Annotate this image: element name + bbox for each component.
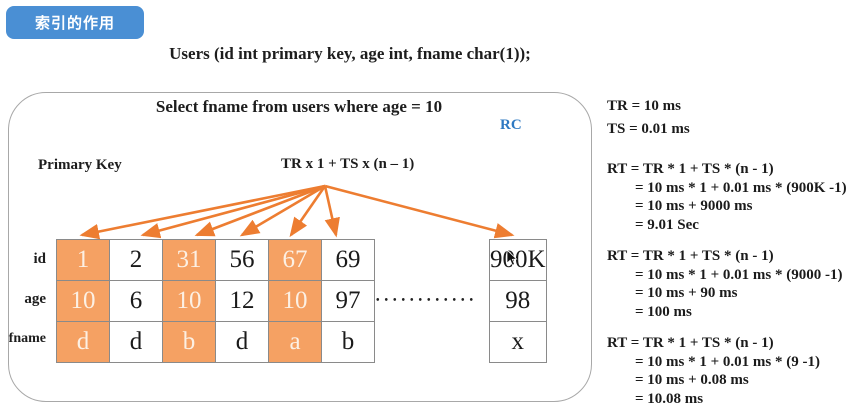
cell-age-6: 97 [321, 280, 375, 322]
row-label-age: age [24, 291, 46, 307]
cell-fname-6: b [321, 321, 375, 363]
calc-line: = 10 ms * 1 + 0.01 ms * (900K -1) [635, 179, 847, 196]
table-row: 1 2 31 56 67 69 [56, 239, 375, 281]
cell-fname-2: d [109, 321, 163, 363]
primary-key-label: Primary Key [38, 157, 122, 173]
constant-tr: TR = 10 ms [607, 98, 681, 114]
cell-age-5: 10 [268, 280, 322, 322]
row-label-id: id [33, 251, 46, 267]
calc-line: = 10 ms * 1 + 0.01 ms * (9000 -1) [635, 266, 843, 283]
cell-id-1: 1 [56, 239, 110, 281]
mouse-cursor-icon [506, 249, 518, 266]
cell-id-2: 2 [109, 239, 163, 281]
calc-line: = 10.08 ms [635, 390, 704, 407]
cell-fname-4: d [215, 321, 269, 363]
cell-id-5: 67 [268, 239, 322, 281]
calc-line: = 10 ms + 0.08 ms [635, 372, 749, 388]
calc-line: = 10 ms * 1 + 0.01 ms * (9 -1) [635, 353, 820, 370]
cell-age-1: 10 [56, 280, 110, 322]
cell-age-last: 98 [489, 280, 547, 322]
constant-ts: TS = 0.01 ms [607, 121, 690, 137]
ellipsis-dots: •••••••••••• [375, 294, 478, 306]
calc-line: RT = TR * 1 + TS * (n - 1) [607, 161, 774, 177]
cost-formula: TR x 1 + TS x (n – 1) [281, 156, 415, 172]
cell-age-3: 10 [162, 280, 216, 322]
cell-age-2: 6 [109, 280, 163, 322]
row-label-fname: fname [8, 331, 46, 346]
cell-id-3: 31 [162, 239, 216, 281]
table-row: d d b d a b [56, 321, 375, 363]
calc-line: = 10 ms + 9000 ms [635, 198, 753, 214]
table-row-labels: id age fname [0, 239, 50, 359]
calc-block-9: RT = TR * 1 + TS * (n - 1) = 10 ms * 1 +… [607, 334, 865, 407]
cell-fname-3: b [162, 321, 216, 363]
calc-line: = 10 ms + 90 ms [635, 285, 738, 301]
section-badge: 索引的作用 [6, 6, 144, 39]
cell-id-6: 69 [321, 239, 375, 281]
calc-line: RT = TR * 1 + TS * (n - 1) [607, 335, 774, 351]
query-text: Select fname from users where age = 10 [155, 97, 443, 116]
table-row: 10 6 10 12 10 97 [56, 280, 375, 322]
data-table: 1 2 31 56 67 69 10 6 10 12 10 97 d d b d… [56, 239, 375, 363]
calc-line: = 9.01 Sec [635, 216, 699, 233]
calc-line: = 100 ms [635, 303, 692, 320]
last-column-table: 900K 98 x [489, 239, 547, 363]
cell-id-last: 900K [489, 239, 547, 281]
rc-label: RC [500, 117, 522, 133]
cell-id-4: 56 [215, 239, 269, 281]
cell-fname-last: x [489, 321, 547, 363]
calc-block-9000: RT = TR * 1 + TS * (n - 1) = 10 ms * 1 +… [607, 247, 865, 321]
cell-age-4: 12 [215, 280, 269, 322]
cell-fname-5: a [268, 321, 322, 363]
slide-title: Users (id int primary key, age int, fnam… [169, 44, 531, 63]
cell-fname-1: d [56, 321, 110, 363]
calc-block-900k: RT = TR * 1 + TS * (n - 1) = 10 ms * 1 +… [607, 160, 865, 234]
calc-line: RT = TR * 1 + TS * (n - 1) [607, 248, 774, 264]
